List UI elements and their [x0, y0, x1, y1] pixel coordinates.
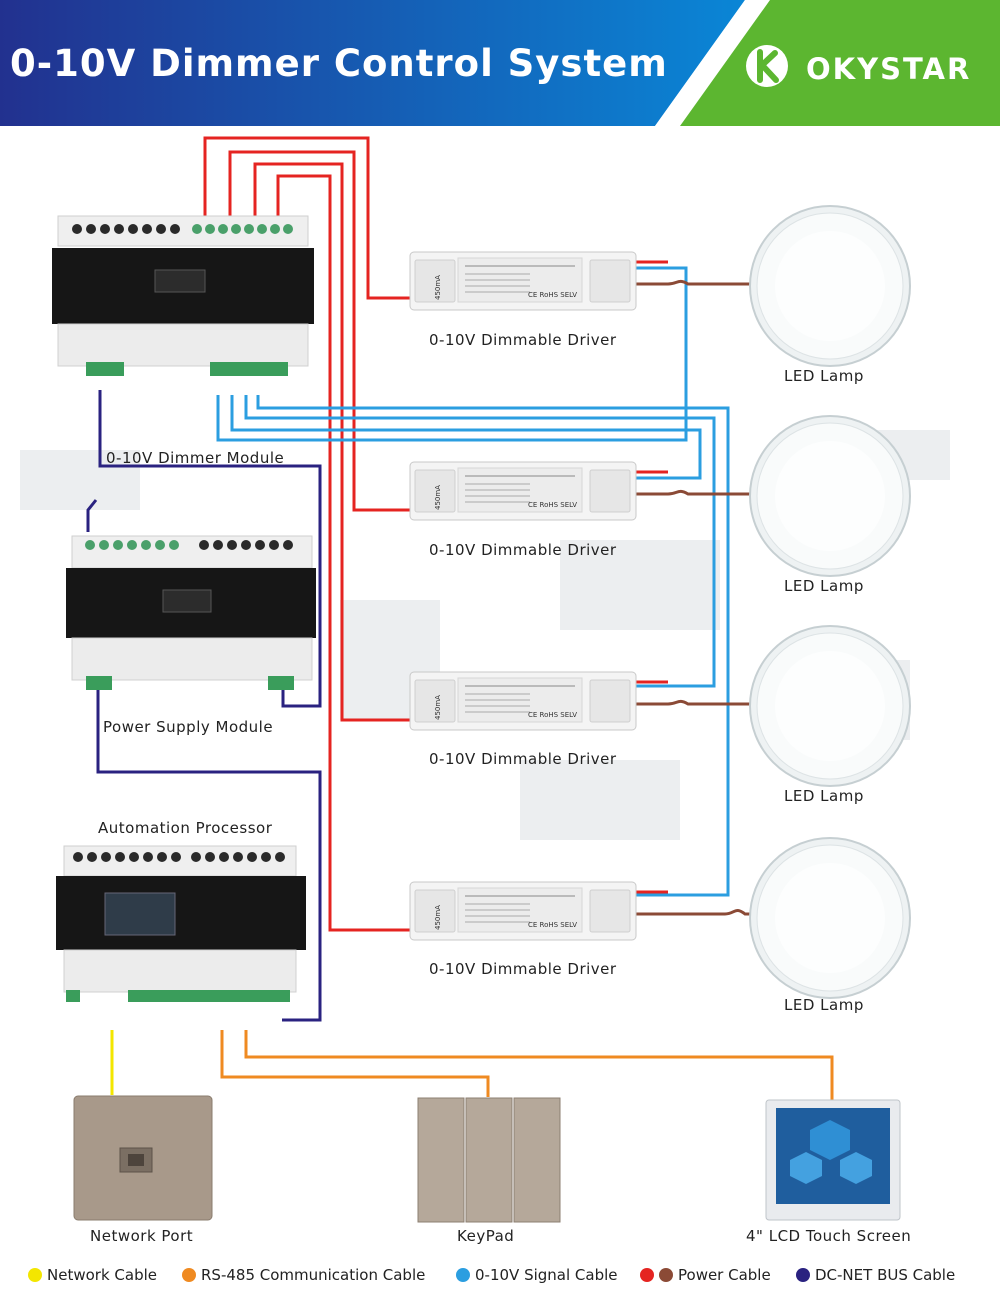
- driver-lamp-cables: [636, 260, 752, 916]
- keypad-device: [417, 1097, 561, 1223]
- led-lamp-4: [749, 837, 911, 999]
- legend-item-bus: DC-NET BUS Cable: [796, 1266, 955, 1284]
- driver-1-current-print: 450mA: [434, 275, 442, 300]
- driver-label-2: 0-10V Dimmable Driver: [429, 541, 617, 559]
- signal-cable-dot-icon: [456, 1268, 470, 1282]
- dimmer-module-device: [52, 215, 314, 376]
- driver-4: [409, 881, 637, 941]
- automation-processor-label: Automation Processor: [98, 819, 273, 837]
- header-banner: 0-10V Dimmer Control System OKYSTAR: [0, 0, 1000, 126]
- driver-1: [409, 251, 637, 311]
- power-supply-module-label: Power Supply Module: [103, 718, 274, 736]
- legend-item-power: Power Cable: [640, 1266, 771, 1284]
- led-lamp-1: [749, 205, 911, 367]
- driver-3: [409, 671, 637, 731]
- lamp-label-4: LED Lamp: [784, 996, 864, 1014]
- bus-cable-dot-icon: [796, 1268, 810, 1282]
- signal-cables: [216, 266, 730, 897]
- legend-item-network: Network Cable: [28, 1266, 157, 1284]
- driver-2: [409, 461, 637, 521]
- lamp-label-2: LED Lamp: [784, 577, 864, 595]
- lamp-label-1: LED Lamp: [784, 367, 864, 385]
- power-cable-brown-dot-icon: [659, 1268, 673, 1282]
- rs485-cables: [220, 1030, 834, 1100]
- wiring-diagram: CE RoHS SELV CE RoHS SELV CE RoHS SELV C…: [20, 136, 950, 1223]
- header-background: [0, 0, 1000, 126]
- power-cable-red-dot-icon: [640, 1268, 654, 1282]
- driver-3-current-print: 450mA: [434, 695, 442, 720]
- power-cables-red: [203, 136, 412, 932]
- page-title: 0-10V Dimmer Control System: [10, 42, 668, 85]
- keypad-label: KeyPad: [457, 1227, 515, 1245]
- driver-4-current-print: 450mA: [434, 905, 442, 930]
- legend-item-signal: 0-10V Signal Cable: [456, 1266, 618, 1284]
- driver-label-1: 0-10V Dimmable Driver: [429, 331, 617, 349]
- driver-label-4: 0-10V Dimmable Driver: [429, 960, 617, 978]
- okystar-logo-icon: [746, 45, 788, 87]
- legend-item-rs485: RS-485 Communication Cable: [182, 1266, 425, 1284]
- dc-net-bus-cables: [86, 390, 322, 1022]
- touch-screen-device: [765, 1099, 901, 1221]
- driver-2-rohs-print: CE RoHS SELV: [528, 501, 577, 509]
- automation-processor-device: [56, 845, 306, 1002]
- brand-name: OKYSTAR: [806, 52, 972, 86]
- rs485-cable-dot-icon: [182, 1268, 196, 1282]
- network-port-device: [73, 1095, 213, 1221]
- driver-2-current-print: 450mA: [434, 485, 442, 510]
- driver-4-rohs-print: CE RoHS SELV: [528, 921, 577, 929]
- network-cable-dot-icon: [28, 1268, 42, 1282]
- touch-screen-label: 4" LCD Touch Screen: [746, 1227, 912, 1245]
- power-supply-module-device: [66, 535, 316, 690]
- driver-label-3: 0-10V Dimmable Driver: [429, 750, 617, 768]
- led-lamp-2: [749, 415, 911, 577]
- driver-3-rohs-print: CE RoHS SELV: [528, 711, 577, 719]
- lamp-label-3: LED Lamp: [784, 787, 864, 805]
- led-lamp-3: [749, 625, 911, 787]
- cable-legend: Network Cable RS-485 Communication Cable…: [0, 1264, 1000, 1288]
- driver-1-rohs-print: CE RoHS SELV: [528, 291, 577, 299]
- network-port-label: Network Port: [90, 1227, 194, 1245]
- dimmer-module-label: 0-10V Dimmer Module: [106, 449, 285, 467]
